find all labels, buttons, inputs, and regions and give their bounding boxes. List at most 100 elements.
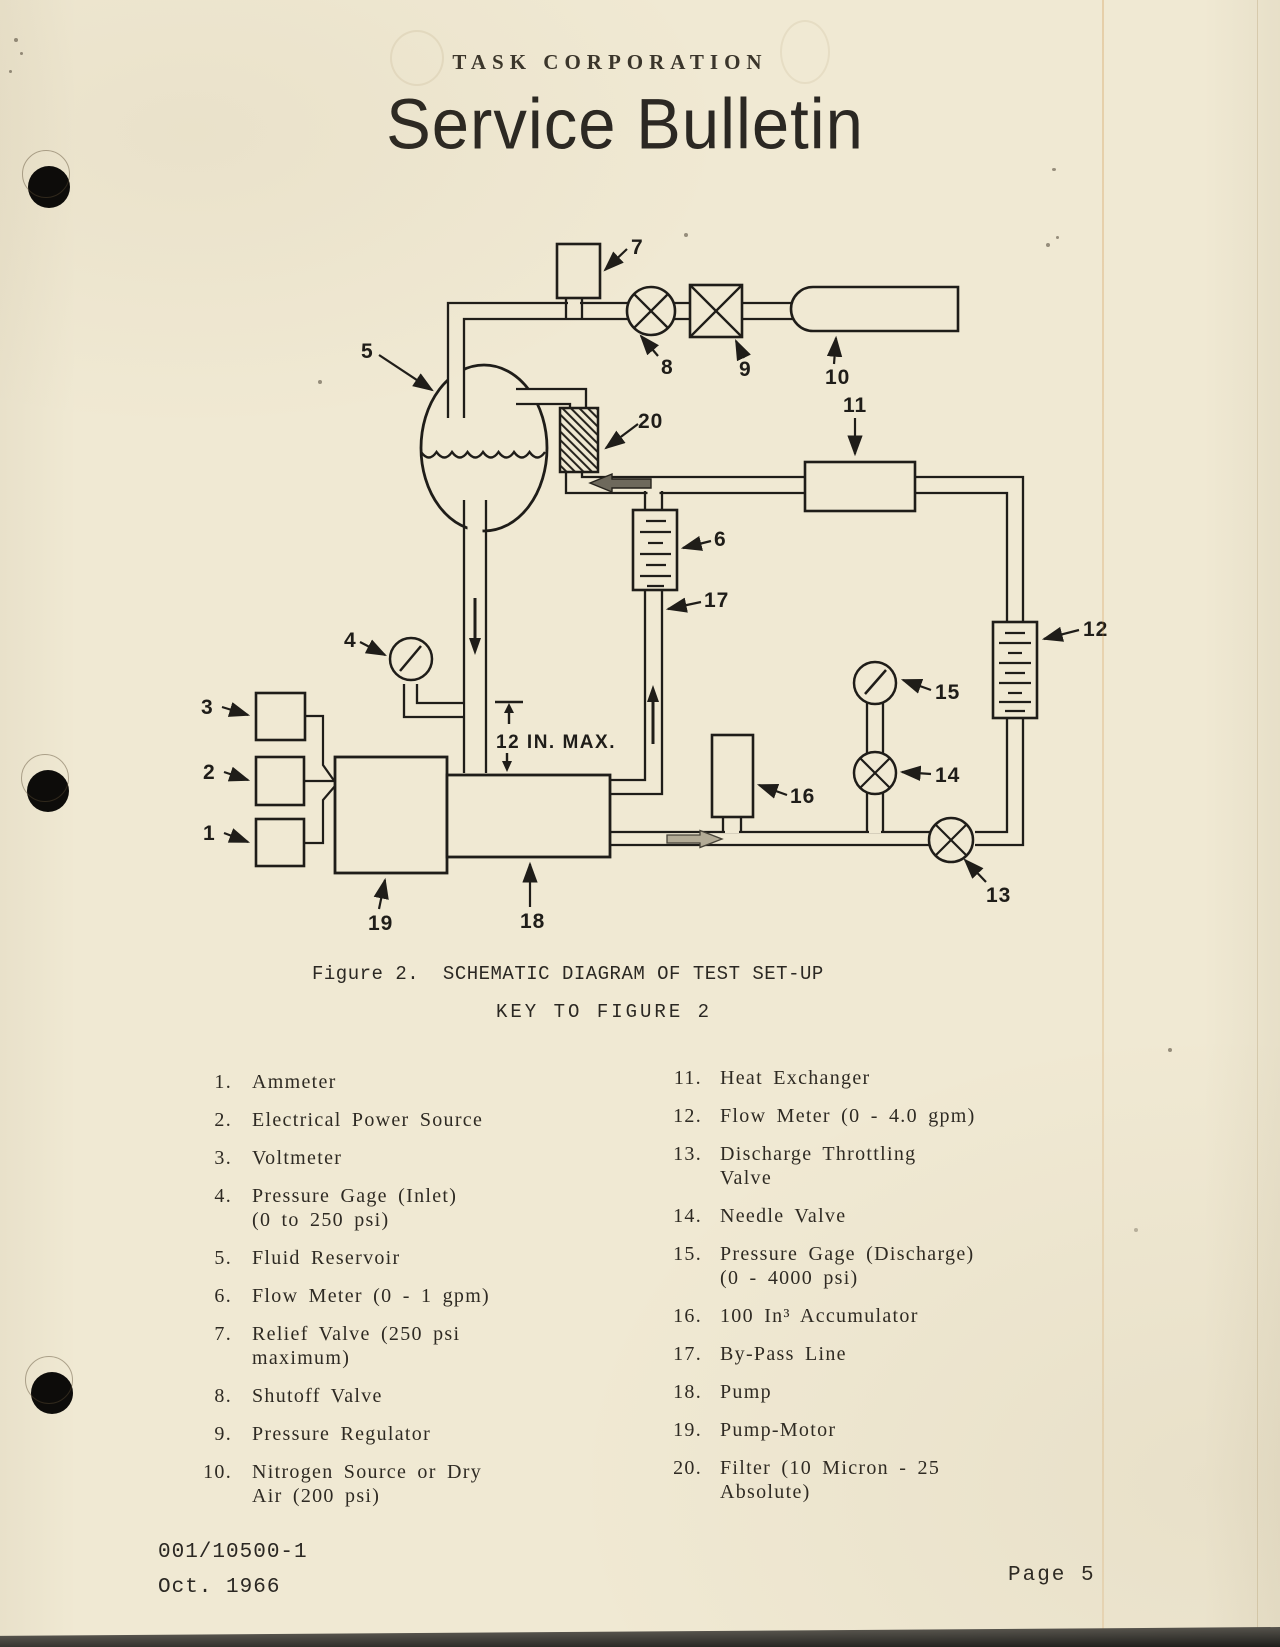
key-item-5: 5. Fluid Reservoir	[196, 1246, 646, 1270]
callout-14: 14	[935, 764, 960, 787]
speck	[1168, 1048, 1172, 1052]
key-item-number: 10.	[203, 1461, 232, 1483]
key-item-text: Pressure Gage (Discharge)(0 - 4000 psi)	[720, 1243, 975, 1289]
callout-10: 10	[825, 366, 850, 389]
key-column-right: 11. Heat Exchanger 12. Flow Meter (0 - 4…	[652, 1066, 1092, 1518]
key-item-text: Needle Valve	[720, 1205, 847, 1227]
key-item-9: 9. Pressure Regulator	[196, 1422, 646, 1446]
dimension-note: 12 IN. MAX.	[496, 732, 616, 753]
key-item-19: 19. Pump-Motor	[652, 1418, 1092, 1442]
pressure-regulator-symbol	[688, 283, 744, 339]
key-item-number: 16.	[673, 1305, 702, 1327]
key-item-text: Flow Meter (0 - 1 gpm)	[252, 1285, 491, 1307]
callout-15: 15	[935, 681, 960, 704]
callout-17: 17	[704, 589, 729, 612]
key-item-number: 14.	[673, 1205, 702, 1227]
electrical-group	[254, 691, 336, 868]
right-flow-arrow-icon	[666, 829, 724, 849]
key-item-2: 2. Electrical Power Source	[196, 1108, 646, 1132]
flow-direction-arrows	[469, 472, 724, 849]
key-heading: KEY TO FIGURE 2	[496, 1001, 713, 1023]
key-item-text: Pump-Motor	[720, 1419, 837, 1441]
power-source-symbol	[254, 755, 306, 807]
key-item-number: 4.	[214, 1185, 232, 1207]
hole-punch	[21, 754, 69, 812]
key-item-number: 9.	[214, 1423, 232, 1445]
key-item-number: 1.	[214, 1071, 232, 1093]
key-item-text: Flow Meter (0 - 4.0 gpm)	[720, 1105, 976, 1127]
key-column-left: 1. Ammeter 2. Electrical Power Source 3.…	[196, 1070, 646, 1522]
key-item-number: 15.	[673, 1243, 702, 1265]
filter-symbol	[558, 406, 600, 474]
down-flow-arrow-icon	[469, 638, 481, 655]
callout-11: 11	[843, 394, 867, 417]
pump-symbol	[445, 773, 612, 859]
nitrogen-source-symbol	[789, 285, 960, 333]
callout-20: 20	[638, 410, 663, 433]
key-item-15: 15. Pressure Gage (Discharge)(0 - 4000 p…	[652, 1242, 1092, 1290]
key-item-11: 11. Heat Exchanger	[652, 1066, 1092, 1090]
key-item-text: 100 In³ Accumulator	[720, 1305, 919, 1327]
key-item-text: Pump	[720, 1381, 772, 1403]
flow-meter-4gpm-symbol	[991, 620, 1039, 720]
key-item-text: Electrical Power Source	[252, 1109, 484, 1131]
key-item-text: Fluid Reservoir	[252, 1247, 401, 1269]
flow-meter-1gpm-symbol	[631, 508, 679, 592]
accumulator-symbol	[710, 733, 755, 819]
key-item-number: 3.	[214, 1147, 232, 1169]
callout-arrows	[221, 248, 1080, 910]
up-flow-arrow-icon	[647, 685, 659, 702]
callout-19: 19	[368, 912, 393, 935]
document-date: Oct. 1966	[158, 1576, 281, 1599]
key-item-6: 6. Flow Meter (0 - 1 gpm)	[196, 1284, 646, 1308]
key-item-number: 13.	[673, 1143, 702, 1165]
needle-valve-symbol	[852, 750, 898, 796]
hole-punch	[22, 150, 70, 208]
page-title: Service Bulletin	[386, 84, 864, 165]
relief-valve-symbol	[555, 242, 602, 300]
key-item-text: By-Pass Line	[720, 1343, 847, 1365]
callout-13: 13	[986, 884, 1011, 907]
key-item-18: 18. Pump	[652, 1380, 1092, 1404]
key-item-17: 17. By-Pass Line	[652, 1342, 1092, 1366]
key-item-text: Ammeter	[252, 1071, 337, 1093]
callout-9: 9	[739, 358, 752, 381]
fluid-reservoir-symbol	[419, 363, 549, 533]
hole-punch	[25, 1356, 73, 1414]
callout-12: 12	[1083, 618, 1108, 641]
key-item-1: 1. Ammeter	[196, 1070, 646, 1094]
callout-18: 18	[520, 910, 545, 933]
key-item-8: 8. Shutoff Valve	[196, 1384, 646, 1408]
fluid-level-waves	[420, 449, 546, 459]
callout-8: 8	[661, 356, 674, 379]
callout-6: 6	[714, 528, 727, 551]
key-item-number: 18.	[673, 1381, 702, 1403]
discharge-pressure-gage-symbol	[852, 660, 898, 706]
callout-16: 16	[790, 785, 815, 808]
key-item-number: 6.	[214, 1285, 232, 1307]
test-setup-schematic: 1 2 3 4 5 6 7 8 9 10 11 12 13 14 15 16 1…	[201, 236, 1108, 935]
callout-4: 4	[344, 629, 357, 652]
heat-exchanger-symbol	[803, 460, 917, 513]
callout-labels: 1 2 3 4 5 6 7 8 9 10 11 12 13 14 15 16 1…	[201, 236, 1108, 935]
key-item-text: Heat Exchanger	[720, 1067, 871, 1089]
ammeter-symbol	[254, 817, 306, 868]
callout-5: 5	[361, 340, 374, 363]
key-item-14: 14. Needle Valve	[652, 1204, 1092, 1228]
key-item-number: 11.	[673, 1067, 702, 1089]
company-name: TASK CORPORATION	[452, 50, 768, 74]
document-number: 001/10500-1	[158, 1541, 308, 1564]
key-item-number: 8.	[214, 1385, 232, 1407]
key-item-text: Pressure Gage (Inlet)(0 to 250 psi)	[252, 1185, 458, 1231]
discharge-throttling-valve-symbol	[927, 816, 975, 864]
page-number: Page 5	[1008, 1564, 1096, 1587]
callout-3: 3	[201, 696, 214, 719]
key-item-12: 12. Flow Meter (0 - 4.0 gpm)	[652, 1104, 1092, 1128]
